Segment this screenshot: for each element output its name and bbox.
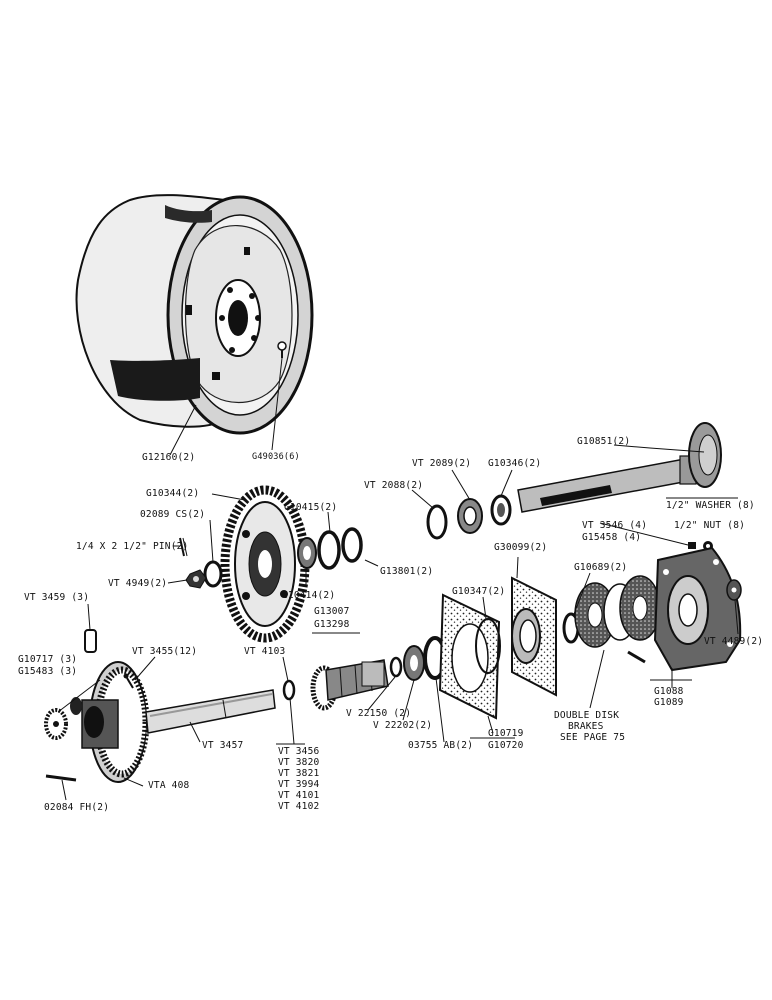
pin-02084fh (45, 774, 77, 782)
label-g1089: G1089 (654, 697, 684, 708)
label-03755ab: 03755 AB(2) (408, 740, 474, 751)
cup-g13801 (341, 527, 363, 563)
brake-discs (574, 575, 661, 664)
label-vt2088: VT 2088(2) (364, 480, 424, 491)
label-g13007: G13007 (314, 606, 350, 617)
label-axle: G10851(2) (577, 436, 631, 447)
label-g10347: G10347(2) (452, 586, 506, 597)
label-brakes-1: DOUBLE DISK (554, 710, 620, 721)
label-brakes-2: BRAKES (568, 721, 604, 732)
label-vt4489: VT 4489(2) (704, 636, 764, 647)
differential-shaft (145, 689, 276, 734)
label-g15458: G15458 (4) (582, 532, 642, 543)
label-g10414: G10414(2) (282, 590, 336, 601)
label-wheel-bolt: G49036(6) (252, 452, 300, 462)
label-nut: 1/2" NUT (8) (674, 520, 746, 531)
washer-v22150 (389, 656, 403, 678)
label-vt-shim-1: VT 3456 (278, 746, 320, 757)
bearing-g10415 (317, 530, 341, 570)
label-02084fh: 02084 FH(2) (44, 802, 110, 813)
bearing-cup-vt2088 (426, 504, 448, 540)
label-vt3546: VT 3546 (4) (582, 520, 648, 531)
label-vt-shim-6: VT 4102 (278, 801, 320, 812)
label-vt3457: VT 3457 (202, 740, 244, 751)
pinion-shaft (310, 659, 389, 711)
label-g10415: G10415(2) (284, 502, 338, 513)
washer-02089cs (203, 560, 223, 588)
gasket-plate (438, 593, 501, 720)
label-wheel: G12160(2) (142, 452, 196, 463)
label-vt3459: VT 3459 (3) (24, 592, 90, 603)
label-vt-shim-2: VT 3820 (278, 757, 320, 768)
label-g10717: G10717 (3) (18, 654, 78, 665)
label-vt4949: VT 4949(2) (108, 578, 168, 589)
label-vta408: VTA 408 (148, 780, 190, 791)
wheel-bolt (277, 341, 287, 358)
cotter-pin (179, 537, 188, 557)
label-g15483: G15483 (3) (18, 666, 78, 677)
nut-vt4949 (185, 569, 207, 589)
label-g10346: G10346(2) (488, 458, 542, 469)
label-pin: 1/4 X 2 1/2" PIN(2) (76, 541, 189, 552)
brake-housing (653, 546, 742, 672)
pinion-g10717 (44, 708, 68, 740)
shim-vt4103 (282, 679, 296, 701)
label-washer: 1/2" WASHER (8) (666, 500, 755, 511)
label-vt-shim-3: VT 3821 (278, 768, 320, 779)
label-vt4103: VT 4103 (244, 646, 286, 657)
bearing-cone-vt2089 (457, 498, 483, 534)
label-02089cs: 02089 CS(2) (140, 509, 206, 520)
label-vt-shim-4: VT 3994 (278, 779, 320, 790)
label-g30099: G30099(2) (494, 542, 548, 553)
label-v22202: V 22202(2) (373, 720, 433, 731)
label-g10344: G10344(2) (146, 488, 200, 499)
axle-shaft (517, 422, 722, 513)
label-g13298: G13298 (314, 619, 350, 630)
label-g10689: G10689(2) (574, 562, 628, 573)
label-vt3455: VT 3455(12) (132, 646, 198, 657)
label-g10720: G10720 (488, 740, 524, 751)
label-g13801: G13801(2) (380, 566, 434, 577)
wheel-rim (75, 194, 314, 435)
label-g10719: G10719 (488, 728, 524, 739)
bearing-g10414 (297, 537, 317, 569)
label-brakes-3: SEE PAGE 75 (560, 732, 626, 743)
o-ring-g10347 (475, 618, 501, 674)
label-vt-shim-5: VT 4101 (278, 790, 320, 801)
label-vt2089: VT 2089(2) (412, 458, 472, 469)
bolt-vt3455 (123, 673, 134, 689)
leader-lines (57, 357, 739, 801)
label-g1088: G1088 (654, 686, 684, 697)
nut-vt4489 (726, 579, 742, 601)
differential-assembly (70, 661, 150, 783)
housing-g30099 (511, 576, 557, 697)
label-v22150: V 22150 (2) (346, 708, 412, 719)
bull-gear (220, 485, 310, 643)
seal-g10346 (490, 494, 512, 526)
bearing-v22202 (403, 645, 425, 681)
pin-vt3459 (84, 629, 97, 653)
